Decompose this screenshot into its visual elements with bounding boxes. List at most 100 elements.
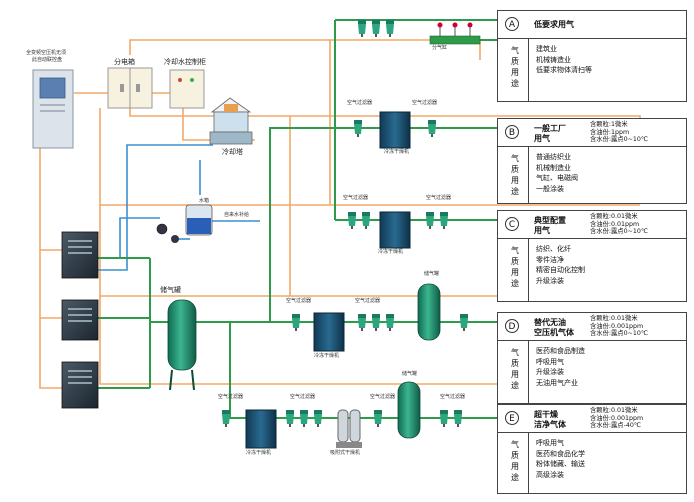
grade-spec-line: 含水份:露点0~10℃ (590, 330, 648, 338)
air-tank-d (417, 283, 441, 341)
grade-panel-body: 气质用途普通纺织业机械制造业气缸、电磁阀一般涂装 (498, 147, 686, 203)
grade-uses-list: 纺织、化纤零件洁净精密自动化控制升级涂装 (536, 244, 585, 286)
quality-use-char: 气 (511, 348, 519, 357)
grade-panel-body: 气质用途呼吸用气医药和食品化学粉体储藏、输送高级涂装 (498, 433, 686, 493)
quality-use-char: 用 (511, 176, 519, 185)
grade-uses-list: 建筑业机械铸造业低要求物体清扫等 (536, 44, 592, 76)
grade-panel-body: 气质用途 医药和食品制造呼吸用气升级涂装无油用气产业 (498, 341, 686, 403)
tank-label-e: 储气罐 (402, 371, 418, 377)
grade-use-item: 升级涂装 (536, 368, 564, 377)
grade-title-line: 洁净气体 (534, 419, 566, 429)
refrigerated-dryer-c (379, 211, 411, 249)
cooling-tower-label: 冷却塔 (222, 148, 243, 156)
quality-use-char: 用 (511, 370, 519, 379)
grade-use-item: 精密自动化控制 (536, 266, 585, 275)
quality-use-char: 气 (511, 440, 519, 449)
grade-uses-list: 普通纺织业机械制造业气缸、电磁阀一般涂装 (536, 152, 578, 194)
grade-spec-line: 含颗粒:0.01微米 (590, 407, 638, 414)
filter-label-c2: 空气过滤器 (426, 195, 452, 201)
grade-use-item: 粉体储藏、输送 (536, 460, 585, 469)
tap-water-label: 自来水补给 (224, 212, 250, 218)
grade-title-line: 超干燥 (534, 410, 558, 419)
grade-spec-line: 含颗粒:1微米 (590, 121, 628, 128)
air-compressors (61, 231, 99, 409)
refrigerated-dryer-d (313, 312, 345, 352)
grade-title-line: 一般工厂 (534, 124, 566, 133)
quality-use-char: 质 (511, 257, 519, 266)
grade-use-item: 低要求物体清扫等 (536, 66, 592, 75)
grade-spec-line: 含颗粒:0.01微米 (590, 213, 638, 220)
grade-use-item: 无油用气产业 (536, 378, 578, 387)
quality-use-char: 用 (511, 68, 519, 77)
dryer-label-e: 冷冻干燥机 (246, 450, 272, 456)
grade-use-item: 建筑业 (536, 45, 557, 53)
filter-label-e1: 空气过滤器 (218, 394, 244, 400)
quality-use-char: 质 (511, 451, 519, 460)
quality-use-label: 气质用途 (510, 45, 520, 89)
grade-uses-list: 医药和食品制造呼吸用气升级涂装无油用气产业 (536, 346, 585, 388)
grade-spec-line: 含油份:1ppm (590, 128, 630, 136)
distribution-box-label: 分电箱 (114, 58, 135, 66)
water-tank-label: 水箱 (199, 198, 210, 204)
grade-use-item: 机械制造业 (536, 163, 571, 172)
distribution-box (107, 67, 153, 109)
grade-title-line: 用气 (534, 225, 550, 235)
grade-use-item: 气缸、电磁阀 (536, 174, 578, 183)
quality-use-char: 用 (511, 268, 519, 277)
panel-divider (528, 341, 529, 403)
grade-title-line: 替代无油 (534, 318, 566, 327)
controller-label-2: 此自动联控盘 (32, 57, 63, 63)
grade-letter-badge: B (505, 125, 519, 139)
grade-title: 替代无油空压机气体 (534, 318, 574, 337)
quality-use-char: 用 (511, 462, 519, 471)
grade-use-item: 零件洁净 (536, 255, 564, 264)
filters-a (358, 20, 394, 37)
dryer-label-b: 冷冻干燥机 (384, 149, 410, 155)
quality-use-char: 途 (511, 79, 519, 88)
quality-use-char: 质 (511, 359, 519, 368)
grade-use-item: 高级涂装 (536, 470, 564, 479)
main-air-tank (167, 299, 197, 391)
grade-title-line: 低要求用气 (534, 20, 574, 29)
panel-divider (528, 39, 529, 101)
water-tank (185, 204, 213, 236)
quality-use-char: 途 (511, 279, 519, 288)
refrigerated-dryer-b (379, 111, 411, 149)
quality-use-label: 气质用途 (510, 245, 520, 289)
grade-letter-badge: C (505, 217, 519, 231)
grade-spec-line: 含油份:0.001ppm (590, 322, 644, 330)
panel-divider (528, 433, 529, 493)
quality-use-label: 气质用途 (510, 153, 520, 197)
dryer-label-d: 冷冻干燥机 (314, 353, 340, 359)
grade-letter-badge: E (505, 411, 519, 425)
quality-use-char: 途 (511, 381, 519, 390)
filter-label-c1: 空气过滤器 (343, 195, 369, 201)
grade-title-line: 空压机气体 (534, 327, 574, 337)
grade-title: 一般工厂用气 (534, 124, 566, 143)
filter-label-b1: 空气过滤器 (347, 100, 373, 106)
grade-panel-body: 气质用途纺织、化纤零件洁净精密自动化控制升级涂装 (498, 239, 686, 301)
filter-label-e2: 空气过滤器 (290, 394, 316, 400)
grade-use-item: 一般涂装 (536, 184, 564, 193)
manifold (429, 22, 481, 45)
quality-use-char: 质 (511, 165, 519, 174)
grade-letter-badge: D (505, 319, 519, 333)
adsorption-dryer-e (336, 409, 362, 448)
grade-panel-body: 气质用途 建筑业机械铸造业低要求物体清扫等 (498, 39, 686, 101)
cooling-tower (209, 97, 253, 145)
grade-title-line: 典型配置 (534, 216, 566, 225)
grade-use-item: 呼吸用气 (536, 439, 564, 447)
dryer-label-c: 冷冻干燥机 (378, 249, 404, 255)
filter-label-d1: 空气过滤器 (286, 298, 312, 304)
